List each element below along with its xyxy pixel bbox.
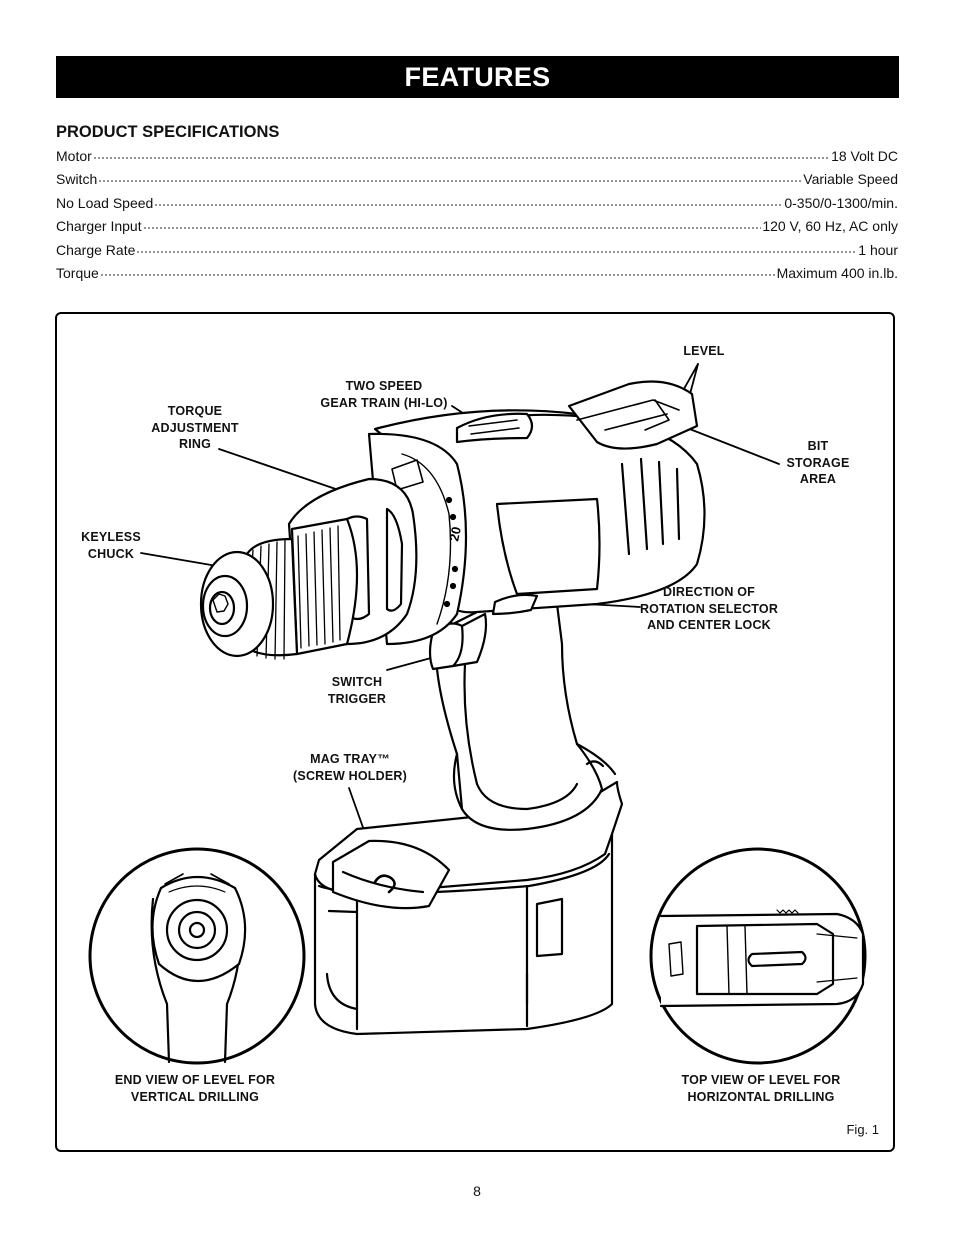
keyless-chuck [199,517,359,660]
spec-value: 0-350/0-1300/min. [784,194,898,211]
callout-torque-adjustment-ring: TORQUE ADJUSTMENT RING [151,404,239,451]
spec-value: Variable Speed [803,171,898,188]
dot-leader [99,266,776,277]
clutch-setting-marking: 20 [446,525,464,542]
spec-row-torque: Torque Maximum 400 in.lb. [56,265,898,288]
callout-bit-storage-area: BIT STORAGE AREA [786,439,850,486]
spec-name: No Load Speed [56,194,154,211]
spec-row-no-load-speed: No Load Speed 0-350/0-1300/min. [56,195,898,218]
top-view-inset [649,847,867,1065]
drill-features-figure: 20 LEVEL TWO SPEED GEAR TRAIN (HI-LO) TO… [55,312,895,1152]
spec-name: Torque [56,264,99,281]
battery-pack [313,780,624,1036]
dot-leader [92,150,831,160]
spec-value: Maximum 400 in.lb. [776,264,898,281]
dot-leader [154,196,784,207]
page-number: 8 [473,1183,481,1199]
dot-leader [142,220,762,231]
callout-top-view: TOP VIEW OF LEVEL FOR HORIZONTAL DRILLIN… [681,1073,841,1104]
features-banner: FEATURES [56,56,899,98]
spec-value: 1 hour [858,241,898,258]
callout-level: LEVEL [683,344,725,358]
specifications-list: Motor 18 Volt DC Switch Variable Speed N… [56,148,898,288]
spec-name: Charge Rate [56,241,136,258]
dot-leader [98,173,803,184]
spec-value: 18 Volt DC [831,148,898,164]
figure-label: Fig. 1 [846,1122,879,1137]
callout-keyless-chuck: KEYLESS CHUCK [81,530,141,561]
callout-switch-trigger: SWITCH TRIGGER [327,675,387,706]
callout-end-view: END VIEW OF LEVEL FOR VERTICAL DRILLING [114,1073,276,1104]
callout-two-speed-gear-train: TWO SPEED GEAR TRAIN (HI-LO) [320,379,448,410]
spec-row-switch: Switch Variable Speed [56,171,898,194]
spec-row-charge-rate: Charge Rate 1 hour [56,242,898,265]
drill-illustration: 20 [88,363,867,1065]
features-title: FEATURES [404,61,551,92]
callout-mag-tray: MAG TRAY™ (SCREW HOLDER) [293,752,407,783]
spec-row-motor: Motor 18 Volt DC [56,148,898,171]
callout-direction-selector: DIRECTION OF ROTATION SELECTOR AND CENTE… [639,585,779,632]
spec-name: Motor [56,148,92,164]
spec-name: Charger Input [56,218,142,235]
spec-value: 120 V, 60 Hz, AC only [762,218,898,235]
end-view-inset [88,847,306,1065]
dot-leader [136,243,858,254]
spec-row-charger-input: Charger Input 120 V, 60 Hz, AC only [56,218,898,241]
product-specifications-heading: PRODUCT SPECIFICATIONS [56,123,280,141]
spec-name: Switch [56,171,98,188]
